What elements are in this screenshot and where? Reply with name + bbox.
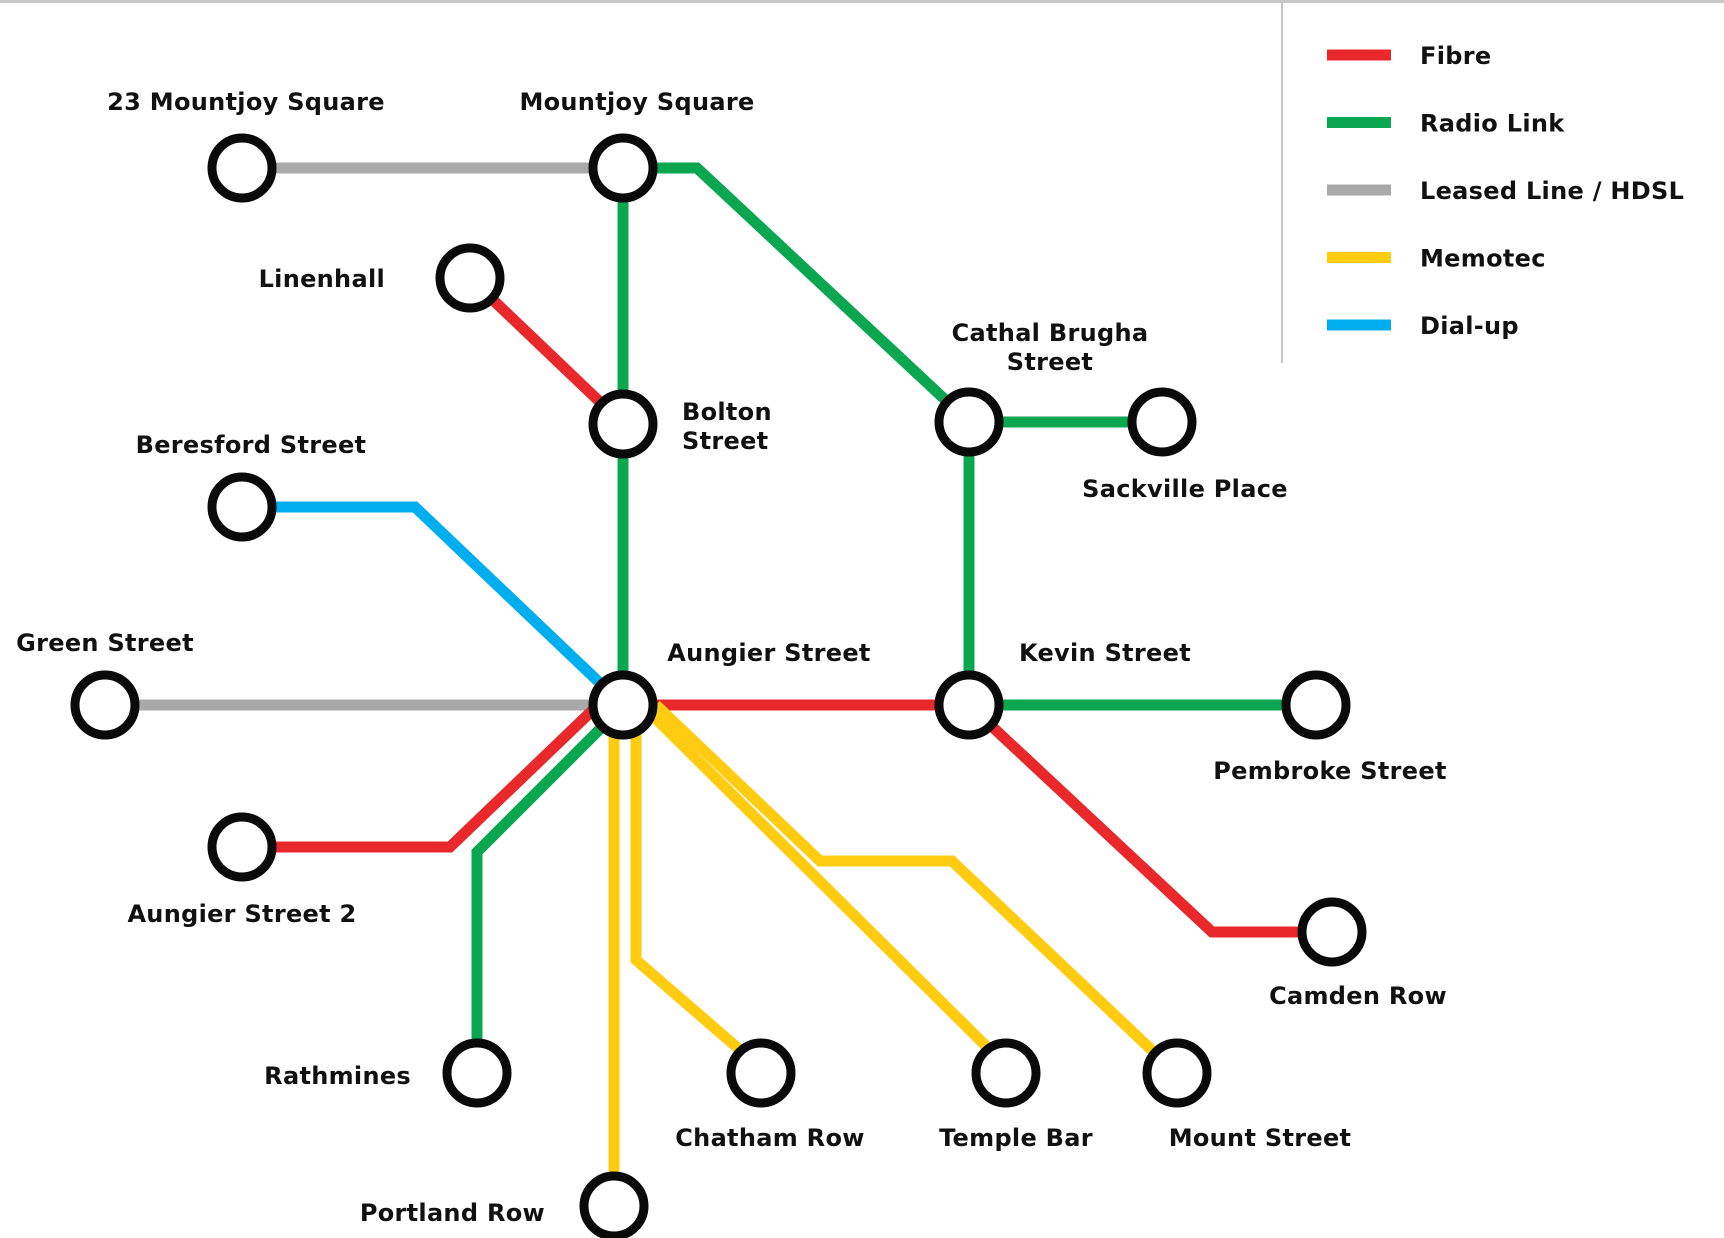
station-camden xyxy=(1297,897,1367,967)
station-mountjoy23 xyxy=(207,133,277,203)
legend-label-radio: Radio Link xyxy=(1420,110,1565,138)
legend-divider xyxy=(1281,3,1283,363)
station-pembroke xyxy=(1281,670,1351,740)
link-memotec-aungier-templebar xyxy=(638,701,994,1054)
station-rathmines xyxy=(442,1038,512,1108)
stations-layer xyxy=(70,133,1367,1238)
station-label-mount: Mount Street xyxy=(1169,1124,1352,1152)
station-label-sackville: Sackville Place xyxy=(1082,475,1288,503)
station-label-chatham: Chatham Row xyxy=(675,1124,864,1152)
station-label-green: Green Street xyxy=(16,629,194,657)
station-mountjoy xyxy=(588,133,658,203)
station-label-kevin: Kevin Street xyxy=(1019,639,1191,667)
labels-layer: 23 Mountjoy Square Mountjoy SquareLinenha… xyxy=(16,88,1447,1227)
link-memotec-aungier-chatham xyxy=(630,705,744,1055)
station-label-mountjoy23: 23 Mountjoy Square xyxy=(107,88,385,116)
station-label-linenhall: Linenhall xyxy=(259,265,385,293)
link-fibre-linenhall-bolton xyxy=(466,274,627,428)
station-portland xyxy=(579,1171,649,1238)
link-fibre-aungier2-aungier xyxy=(242,701,602,853)
link-memotec-aungier-mount xyxy=(652,701,1162,1060)
station-chatham xyxy=(726,1038,796,1108)
station-templebar xyxy=(971,1038,1041,1108)
station-linenhall xyxy=(435,243,505,313)
station-label-mountjoy: Mountjoy Square xyxy=(519,88,754,116)
link-dialup-beresford-aungier xyxy=(242,501,627,709)
station-label-beresford: Beresford Street xyxy=(136,431,367,459)
station-kevin xyxy=(934,670,1004,740)
legend-label-leased: Leased Line / HDSL xyxy=(1420,177,1684,205)
station-label-templebar: Temple Bar xyxy=(939,1124,1093,1152)
link-fibre-kevin-camden xyxy=(965,700,1332,938)
station-aungier2 xyxy=(207,812,277,882)
station-label-camden: Camden Row xyxy=(1269,982,1447,1010)
links-layer xyxy=(105,162,1332,1206)
station-bolton xyxy=(588,389,658,459)
station-label-aungier2: Aungier Street 2 xyxy=(127,900,356,928)
station-label-portland: Portland Row xyxy=(360,1199,545,1227)
station-mount xyxy=(1142,1038,1212,1108)
link-radio-mountjoy-cathal xyxy=(623,162,973,427)
station-label-aungier: Aungier Street xyxy=(667,639,870,667)
station-label-pembroke: Pembroke Street xyxy=(1213,757,1446,785)
station-sackville xyxy=(1127,387,1197,457)
station-green xyxy=(70,670,140,740)
legend-label-memotec: Memotec xyxy=(1420,245,1546,273)
station-cathal xyxy=(934,387,1004,457)
station-label-rathmines: Rathmines xyxy=(264,1062,411,1090)
link-radio-rathmines-aungier xyxy=(471,711,618,1073)
station-aungier xyxy=(588,670,658,740)
legend-label-fibre: Fibre xyxy=(1420,42,1491,70)
legend-label-dialup: Dial-up xyxy=(1420,312,1519,340)
top-border xyxy=(0,0,1724,3)
station-beresford xyxy=(207,472,277,542)
